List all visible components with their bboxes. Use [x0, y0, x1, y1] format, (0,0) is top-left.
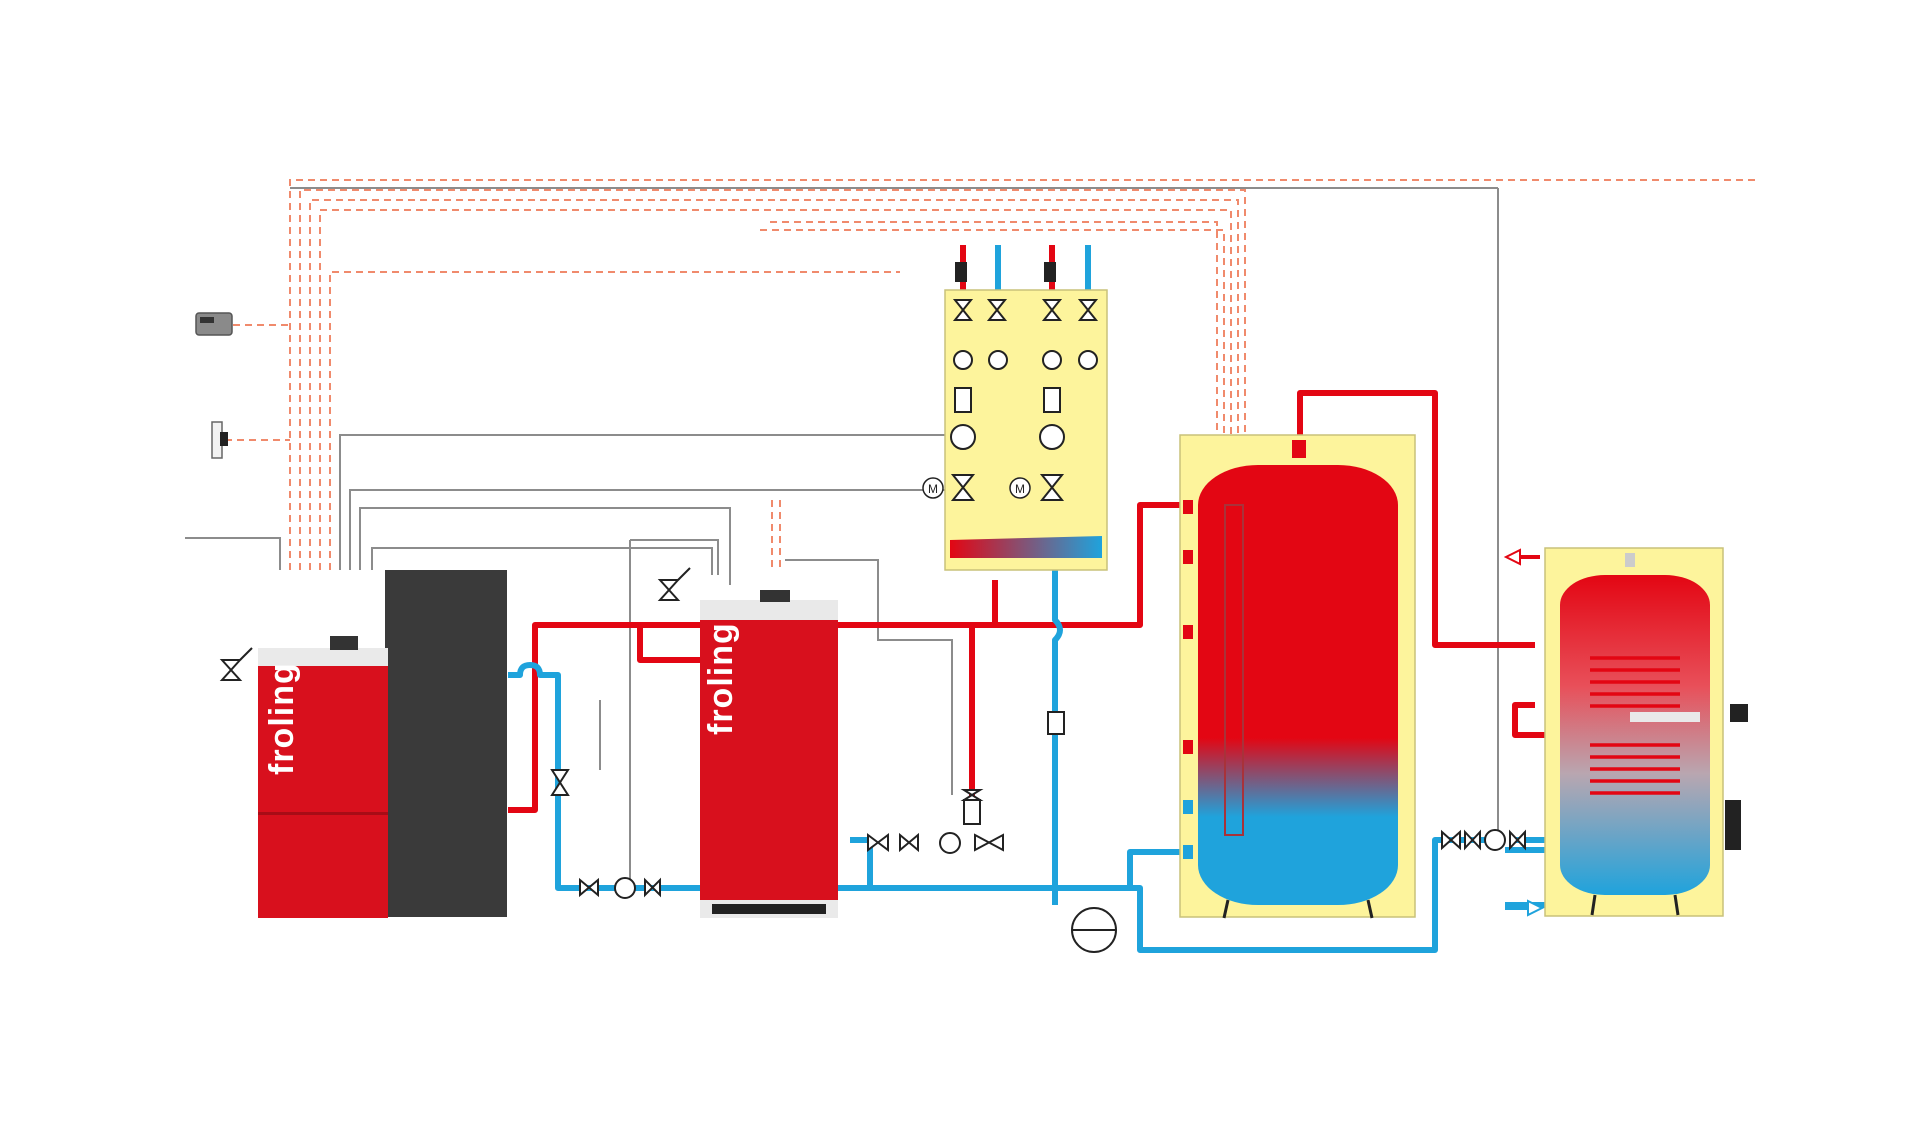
- log-boiler: froling: [657, 567, 838, 918]
- check-valve-icon: [954, 387, 972, 413]
- actuator-icon: [955, 262, 967, 282]
- thermometer-icon: [953, 350, 1008, 370]
- electric-heater-icon: [1730, 704, 1748, 722]
- tank-feet: [1222, 899, 1374, 919]
- motor-icon: [922, 477, 944, 499]
- distribution-manifold: M M: [922, 262, 1108, 571]
- dhw-tank: [1503, 547, 1748, 917]
- safety-valve-icon: [219, 647, 253, 681]
- actuator-icon: [1044, 262, 1056, 282]
- mixing-valve-icon: [950, 474, 976, 501]
- motor-label: M: [1015, 482, 1025, 496]
- pellet-boiler: froling: [219, 570, 507, 918]
- sensor-wires: [185, 187, 1499, 880]
- pump-icon: [950, 424, 976, 450]
- buffer-tank: [1179, 434, 1416, 919]
- tank-controller-icon: [1725, 800, 1741, 850]
- boiler-brand-label: froling: [263, 662, 301, 775]
- tank-feet: [1590, 894, 1680, 916]
- cold-water-inlet-arrow: [1505, 899, 1545, 917]
- heating-circuit-2: M: [1009, 262, 1099, 501]
- heat-exchanger-coil: [1590, 656, 1680, 795]
- hot-water-outlet-arrow: [1503, 548, 1540, 566]
- shutoff-valve-icon: [1041, 299, 1099, 321]
- heating-circuit-1: M: [922, 262, 1008, 501]
- pipe-fittings: [550, 711, 1526, 899]
- motor-icon: [1009, 477, 1031, 499]
- charging-pump-icon: [867, 789, 1004, 854]
- dhw-pump-icon: [1441, 829, 1526, 851]
- shutoff-valve-icon: [952, 299, 1008, 321]
- room-control-unit: [195, 312, 233, 336]
- check-valve-icon: [1043, 387, 1061, 413]
- thermometer-icon: [1042, 350, 1098, 370]
- pellet-silo: [385, 570, 507, 917]
- pump-icon: [1039, 424, 1065, 450]
- return-pump-icon: [579, 877, 661, 899]
- thermal-valve-icon: [550, 769, 570, 796]
- signal-cables: [225, 179, 1760, 570]
- check-valve-icon: [1047, 711, 1065, 735]
- motor-label: M: [928, 482, 938, 496]
- safety-valve-icon: [657, 567, 691, 601]
- outdoor-sensor: [211, 421, 228, 459]
- mixing-valve-icon: [1039, 474, 1065, 501]
- expansion-vessel: [1071, 907, 1117, 953]
- boiler-brand-label: froling: [702, 622, 740, 735]
- tank-connection-ports: [1183, 500, 1193, 859]
